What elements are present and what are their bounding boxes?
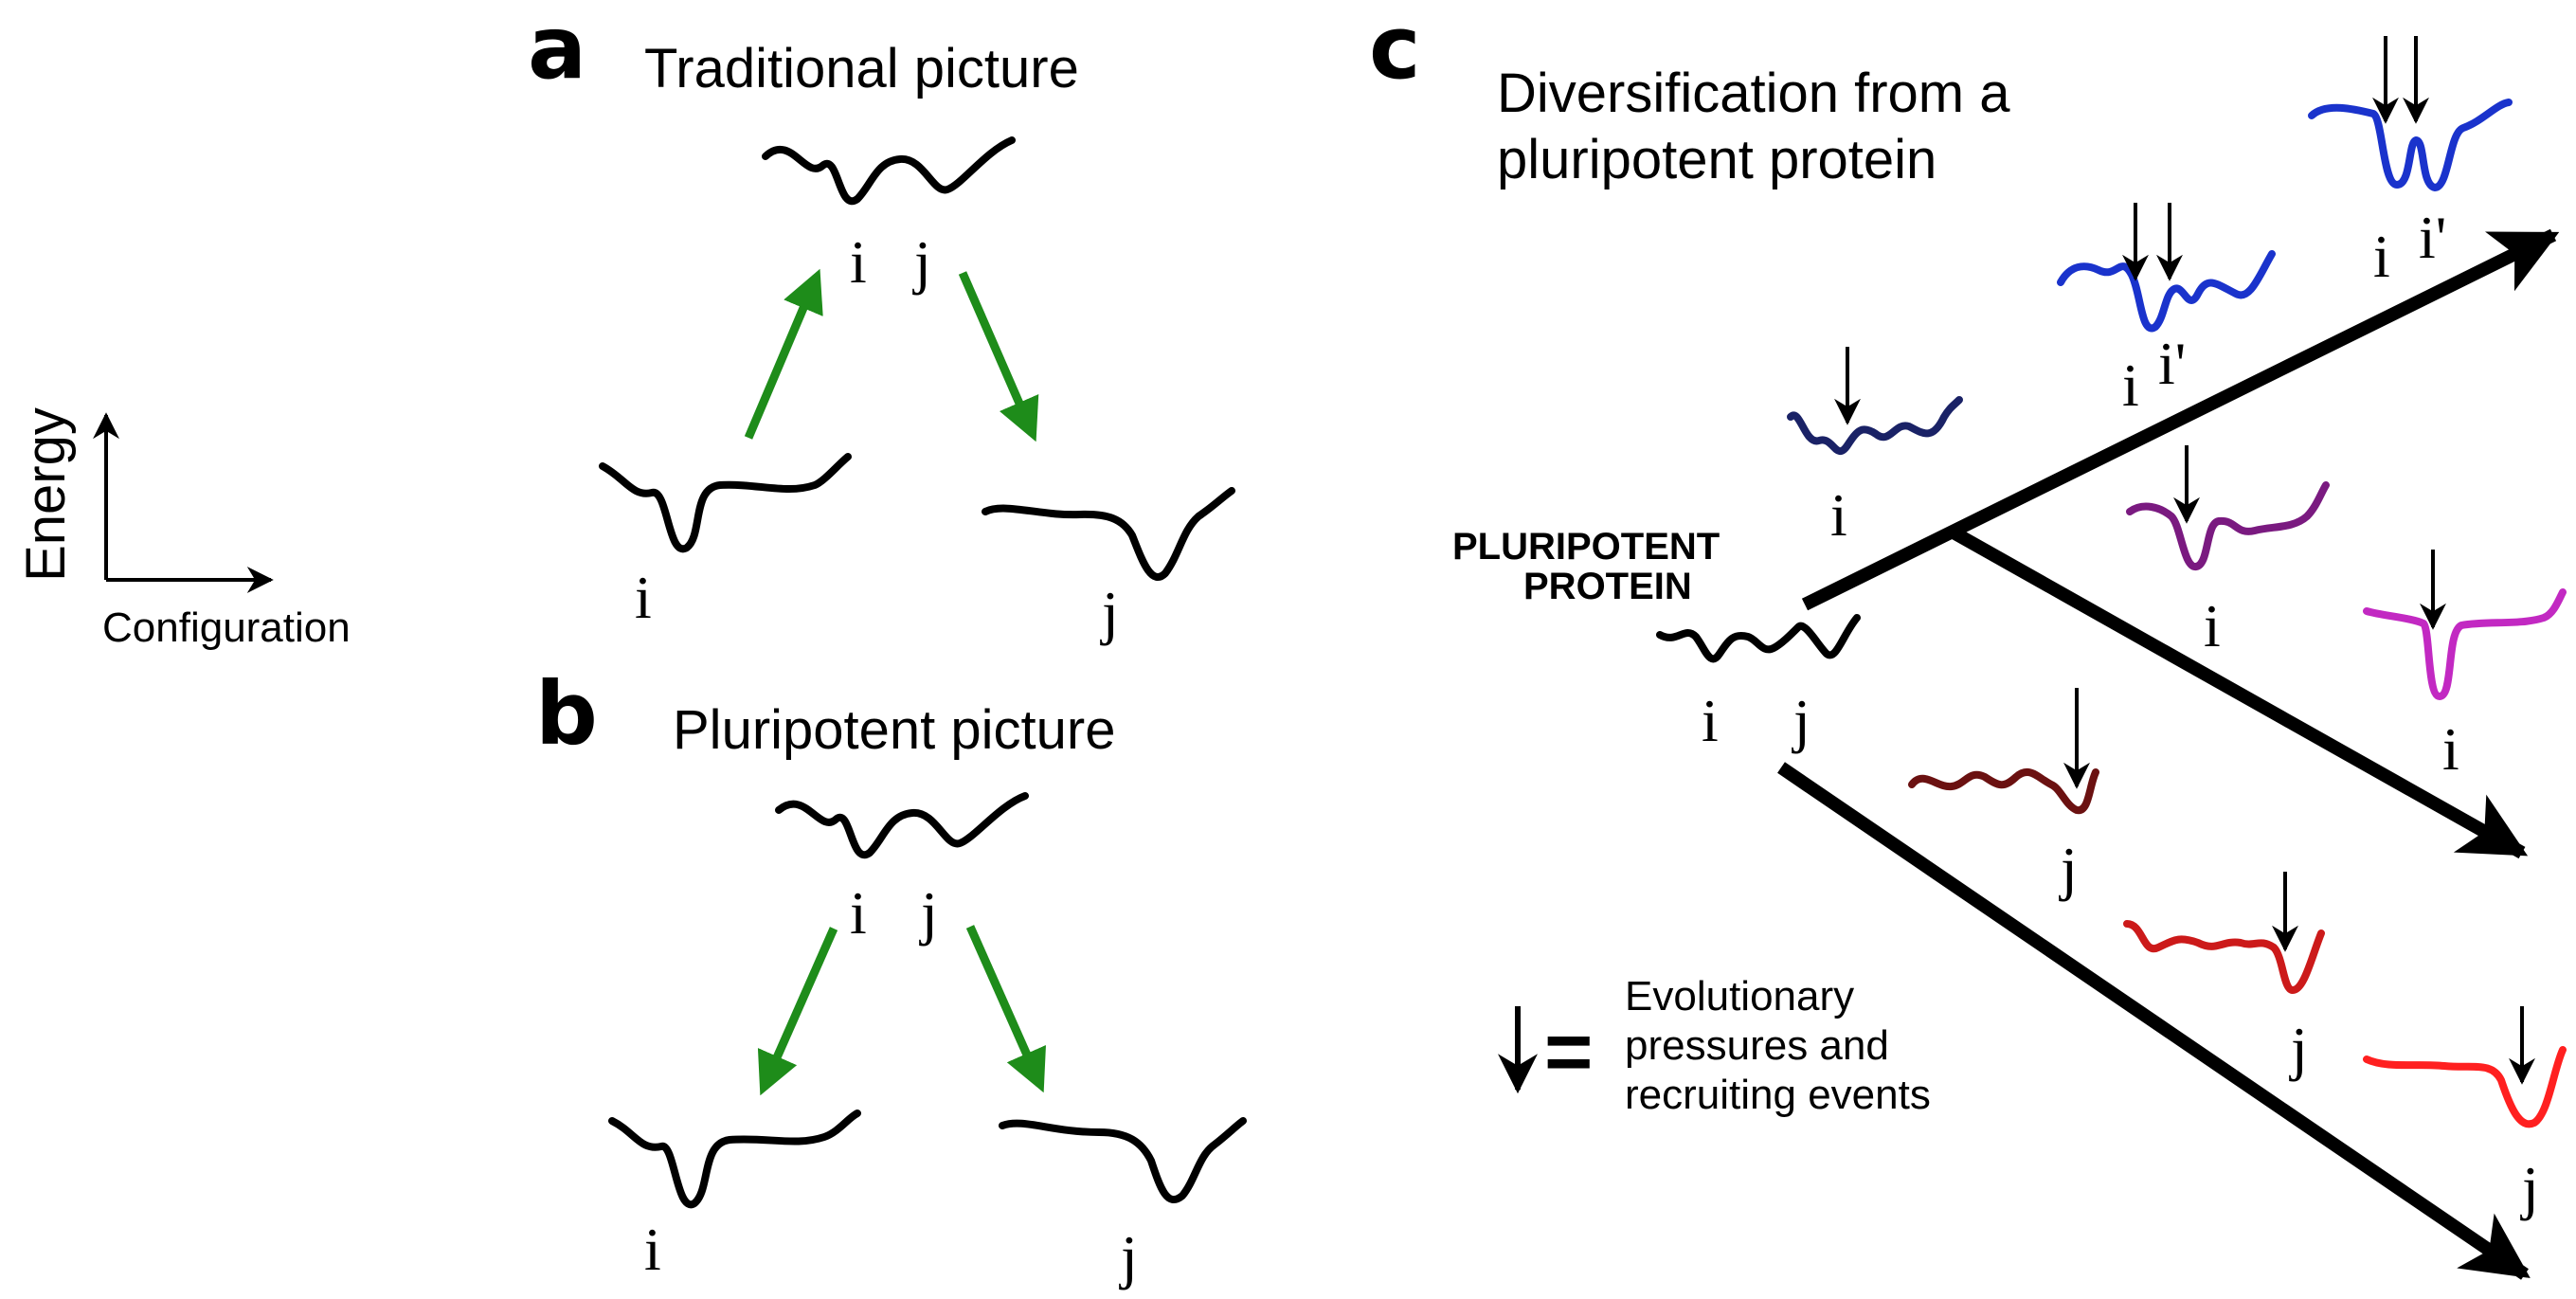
- root-label-j: j: [1792, 687, 1810, 754]
- root-landscape: [1656, 614, 1861, 663]
- panel-a-title: Traditional picture: [644, 38, 1079, 99]
- branch8-landscape: [2363, 1046, 2567, 1128]
- branch1-label-i: i: [1830, 481, 1847, 549]
- branch8-label-j: j: [2520, 1154, 2539, 1221]
- panel-b-top-label-i: i: [850, 879, 867, 947]
- panel-c: c Diversification from a pluripotent pro…: [1369, 0, 2567, 1280]
- legend-equals-sign: =: [1544, 1004, 1593, 1098]
- axes-reference: Energy Configuration: [15, 407, 351, 651]
- panel-b: b Pluripotent picture i j i j: [535, 663, 1247, 1290]
- branch2-label-i: i: [2122, 352, 2139, 419]
- panel-a: a Traditional picture i j i j: [528, 0, 1235, 646]
- branch4-landscape: [2126, 481, 2330, 570]
- panel-a-top-label-i: i: [850, 228, 867, 296]
- panel-a-top-landscape: [762, 136, 1016, 206]
- branch1-landscape: [1787, 396, 1963, 456]
- configuration-axis-label: Configuration: [102, 604, 351, 651]
- branch3-label-i: i: [2373, 223, 2390, 290]
- branch4-label-i: i: [2204, 592, 2221, 659]
- branch2-label-i-prime: i': [2158, 330, 2186, 397]
- branch3-landscape: [2308, 99, 2513, 191]
- panel-b-title: Pluripotent picture: [673, 699, 1115, 761]
- panel-b-top-landscape: [775, 792, 1029, 859]
- panel-a-green-arrow-up: [744, 268, 823, 440]
- branch6-label-j: j: [2059, 835, 2078, 902]
- tree-arrow-upper: [1801, 228, 2560, 611]
- panel-b-green-arrow-right: [965, 925, 1046, 1093]
- branch2-landscape: [2057, 250, 2276, 333]
- legend: = Evolutionary pressures and recruiting …: [1498, 973, 1931, 1118]
- root-label-i: i: [1702, 687, 1719, 754]
- branch6-landscape: [1908, 768, 2099, 815]
- panel-b-right-label-j: j: [1119, 1223, 1138, 1290]
- legend-text-line1: Evolutionary: [1625, 973, 1854, 1019]
- panel-b-right-landscape: [999, 1117, 1247, 1203]
- tree-arrow-middle: [1950, 526, 2529, 859]
- root-label-line2: PROTEIN: [1523, 566, 1692, 607]
- panel-b-left-label-i: i: [644, 1216, 661, 1283]
- legend-text-line2: pressures and: [1625, 1022, 1889, 1069]
- panel-a-green-arrow-down: [958, 271, 1039, 442]
- panel-a-top-label-j: j: [912, 228, 931, 296]
- root-label-line1: PLURIPOTENT: [1452, 526, 1720, 568]
- branch7-label-j: j: [2289, 1015, 2308, 1082]
- legend-text-line3: recruiting events: [1625, 1072, 1931, 1118]
- panel-b-top-label-j: j: [919, 879, 938, 947]
- panel-c-letter: c: [1369, 0, 1421, 99]
- panel-a-right-label-j: j: [1100, 579, 1119, 646]
- branch7-landscape: [2123, 920, 2325, 994]
- panel-b-green-arrow-left: [757, 927, 838, 1096]
- tree-arrow-lower: [1777, 762, 2531, 1280]
- panel-a-right-landscape: [982, 487, 1235, 581]
- panel-c-title-line1: Diversification from a: [1497, 63, 2010, 124]
- panel-b-left-landscape: [608, 1110, 861, 1209]
- panel-a-left-landscape: [599, 453, 852, 553]
- panel-a-letter: a: [528, 0, 586, 99]
- branch5-label-i: i: [2442, 715, 2459, 783]
- panel-a-left-label-i: i: [635, 564, 652, 631]
- panel-c-title-line2: pluripotent protein: [1497, 129, 1937, 190]
- branch3-label-i-prime: i': [2419, 204, 2446, 271]
- energy-axis-label: Energy: [15, 407, 77, 582]
- panel-b-letter: b: [535, 663, 598, 765]
- branch5-landscape: [2363, 588, 2567, 700]
